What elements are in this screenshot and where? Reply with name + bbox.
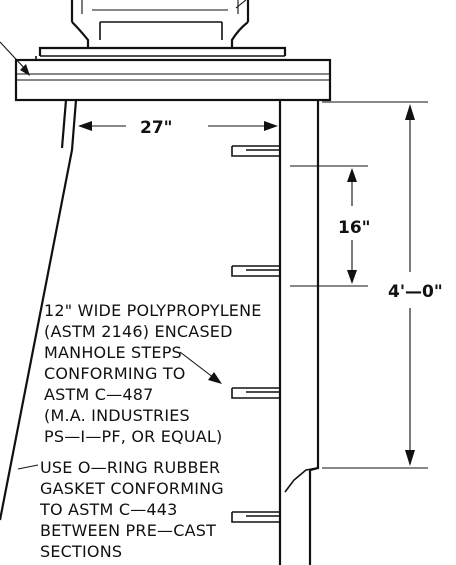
- steps-note-leader: [179, 351, 215, 379]
- inner-diameter-dimension: 27": [78, 118, 278, 138]
- gasket-note-line: USE O—RING RUBBER: [40, 458, 220, 477]
- manhole-step: [231, 265, 280, 277]
- steps-note-line: 12" WIDE POLYPROPYLENE: [44, 301, 262, 320]
- steps-note-line: CONFORMING TO: [44, 364, 186, 383]
- gasket-note-leader: [17, 464, 39, 470]
- steps-note-line: (ASTM 2146) ENCASED: [44, 322, 233, 341]
- manhole-walls: [0, 99, 320, 565]
- manhole-step: [231, 145, 280, 157]
- step-spacing-dimension: 16": [290, 165, 371, 287]
- gasket-note-line: BETWEEN PRE—CAST: [40, 521, 216, 540]
- manhole-step: [231, 387, 280, 399]
- ring-leader: [0, 41, 30, 76]
- gasket-note-line: GASKET CONFORMING: [40, 479, 224, 498]
- section-height-dimension: 4'—0": [322, 101, 443, 469]
- manhole-step: [231, 511, 280, 523]
- step-spacing-label: 16": [338, 218, 371, 238]
- section-height-label: 4'—0": [388, 282, 443, 302]
- adjusting-ring: [14, 55, 332, 102]
- steps-note: 12" WIDE POLYPROPYLENE (ASTM 2146) ENCAS…: [44, 301, 262, 446]
- steps-note-line: (M.A. INDUSTRIES: [44, 406, 190, 425]
- gasket-note-line: TO ASTM C—443: [39, 500, 178, 519]
- steps-note-line: ASTM C—487: [44, 385, 153, 404]
- manhole-steps: [231, 145, 280, 523]
- gasket-note-line: SECTIONS: [40, 542, 122, 561]
- inner-diameter-label: 27": [140, 118, 173, 138]
- frame-and-cover: [38, 0, 287, 56]
- gasket-note: USE O—RING RUBBER GASKET CONFORMING TO A…: [17, 458, 224, 561]
- steps-note-line: PS—I—PF, OR EQUAL): [44, 427, 222, 446]
- steps-note-line: MANHOLE STEPS: [44, 343, 182, 362]
